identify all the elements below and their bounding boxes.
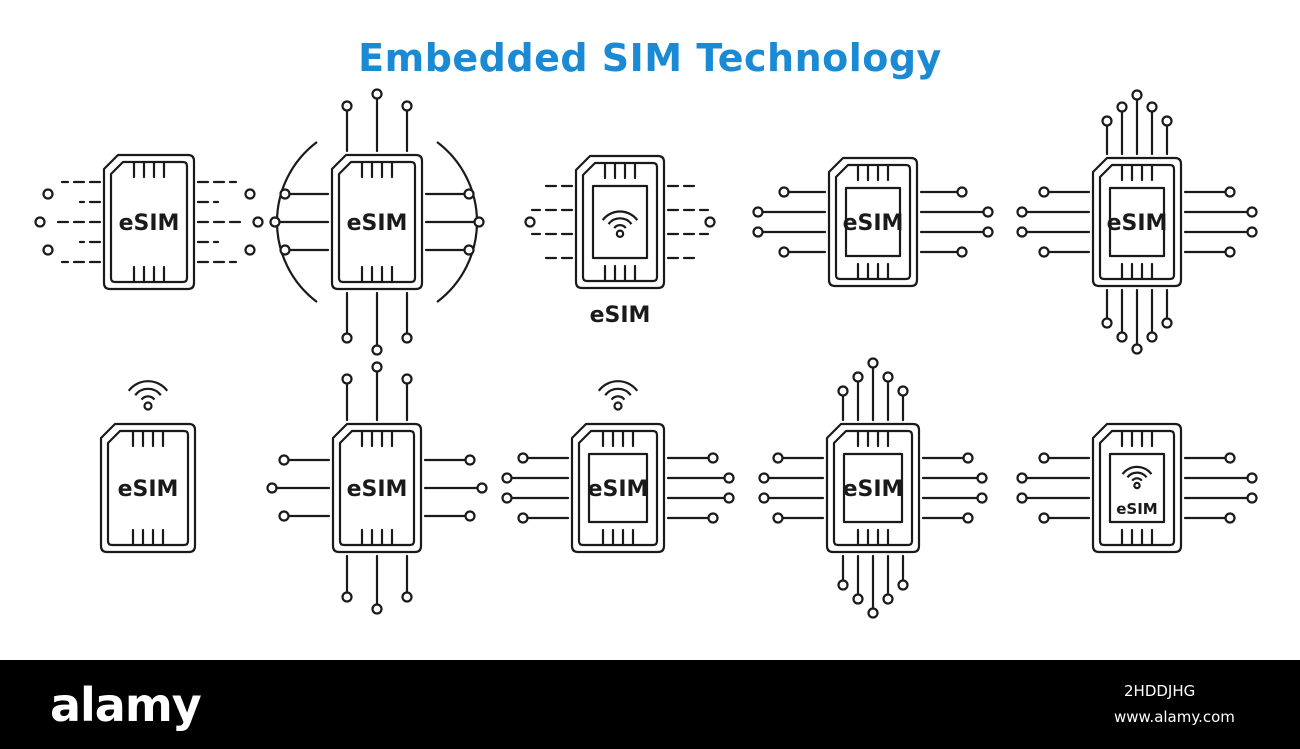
esim-icon-7: eSIM [266, 361, 488, 615]
esim-icon-8: eSIM [501, 380, 735, 554]
esim-icon-5: eSIM [1016, 89, 1258, 355]
esim-icon-1: eSIM [34, 153, 264, 291]
image-id: 2HDDJHG [1124, 682, 1196, 700]
esim-label: eSIM [347, 211, 408, 236]
footer-bar: alamy 2HDDJHG www.alamy.com [0, 660, 1300, 749]
esim-label: eSIM [1116, 500, 1157, 518]
esim-icon-10: eSIM [1016, 422, 1258, 554]
esim-label: eSIM [590, 303, 651, 328]
esim-icon-3: eSIM [524, 154, 716, 328]
esim-icon-6: eSIM [99, 380, 197, 554]
page-title: Embedded SIM Technology [358, 36, 942, 80]
esim-label: eSIM [118, 477, 179, 502]
esim-label: eSIM [843, 477, 904, 502]
esim-label: eSIM [588, 477, 649, 502]
esim-label: eSIM [1107, 211, 1168, 236]
esim-icon-2: eSIM [269, 88, 485, 356]
esim-icon-9: eSIM [758, 357, 988, 619]
alamy-logo: alamy [50, 678, 202, 732]
esim-label: eSIM [843, 211, 904, 236]
site-url: www.alamy.com [1114, 708, 1235, 726]
esim-icon-4: eSIM [752, 156, 994, 288]
esim-label: eSIM [347, 477, 408, 502]
esim-icon-set: eSIM eSIM eSIM eSIM eSIM eSIM eSIM eSIM eSIM eSIM [34, 88, 1258, 619]
esim-label: eSIM [119, 211, 180, 236]
